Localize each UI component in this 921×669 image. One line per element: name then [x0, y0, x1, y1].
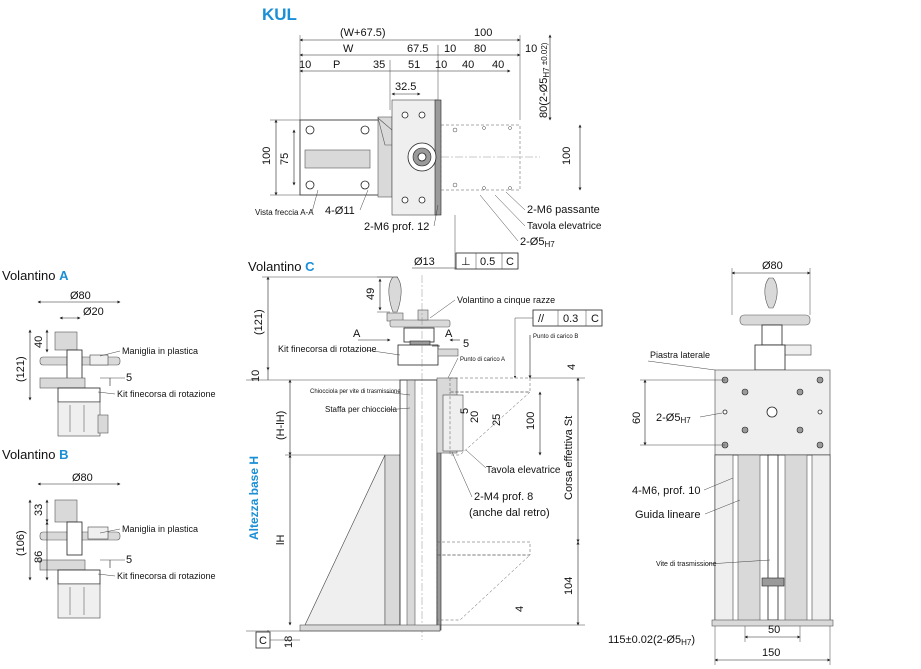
- dim-121-c: (121): [253, 309, 265, 335]
- label-staffa: Staffa per chiocciola: [325, 405, 397, 414]
- drawing-title: KUL: [262, 5, 297, 24]
- dim-b-86: 86: [33, 551, 45, 563]
- label-2-05-h7-top: 2-Ø5H7: [520, 236, 555, 249]
- label-2-m6-passante: 2-M6 passante: [527, 204, 600, 216]
- label-altezza-base: Altezza base H: [247, 456, 261, 540]
- section-a-2: A: [445, 328, 453, 340]
- datum-perp: ⊥: [461, 256, 471, 268]
- dim-75: 75: [279, 153, 291, 165]
- dim-49: 49: [365, 288, 377, 300]
- label-corsa-effettiva: Corsa effettiva St: [563, 416, 575, 500]
- dim-51: 51: [408, 59, 420, 71]
- dim-10-c: 10: [299, 59, 311, 71]
- dim-f-2-05: 2-Ø5H7: [656, 412, 691, 425]
- dim-40-a: 40: [462, 59, 474, 71]
- dim-40-b: 40: [492, 59, 504, 71]
- label-kit-finecorsa-c: Kit finecorsa di rotazione: [278, 344, 377, 354]
- label-2-m6-prof12: 2-M6 prof. 12: [364, 221, 429, 233]
- label-a-kit: Kit finecorsa di rotazione: [117, 389, 216, 399]
- label-anche-retro: (anche dal retro): [469, 507, 550, 519]
- label-tavola-elevatrice-c: Tavola elevatrice: [486, 465, 561, 476]
- dim-a-080: Ø80: [70, 290, 91, 302]
- dim-w: W: [343, 43, 354, 55]
- dim-013: Ø13: [414, 256, 435, 268]
- label-tavola-elevatrice-top: Tavola elevatrice: [527, 221, 602, 232]
- datum-0-3: 0.3: [563, 313, 578, 325]
- label-b-kit: Kit finecorsa di rotazione: [117, 571, 216, 581]
- dim-4-top: 4: [566, 364, 578, 370]
- dim-35: 35: [373, 59, 385, 71]
- dim-b-5: 5: [126, 554, 132, 566]
- datum-c: C: [506, 256, 514, 268]
- label-punto-carico-a: Punto di carico A: [460, 357, 505, 363]
- datum-c-base: C: [259, 635, 267, 647]
- dim-25: 25: [491, 414, 503, 426]
- dim-10-b: 10: [525, 43, 537, 55]
- datum-0-5: 0.5: [480, 256, 495, 268]
- dim-a-121: (121): [15, 356, 27, 382]
- dim-a-020: Ø20: [83, 306, 104, 318]
- volantino-b-view: Volantino B Ø80 33 (106) 86 5 Maniglia i…: [2, 447, 216, 619]
- volantino-a-title: Volantino A: [2, 268, 69, 283]
- dim-5-c: 5: [463, 338, 469, 350]
- label-guida-lineare: Guida lineare: [635, 509, 700, 521]
- label-b-maniglia: Maniglia in plastica: [122, 524, 198, 534]
- dim-100-c: 100: [525, 412, 537, 430]
- volantino-a-view: Volantino A Ø80 Ø20 40 (121) 5 Maniglia …: [2, 268, 216, 437]
- label-a-maniglia: Maniglia in plastica: [122, 346, 198, 356]
- dim-32-5: 32.5: [395, 81, 416, 93]
- dim-b-33: 33: [33, 504, 45, 516]
- dim-f-150: 150: [762, 647, 780, 659]
- dim-80: 80: [474, 43, 486, 55]
- dim-5-mid: 5: [459, 408, 471, 414]
- label-chiocciola: Chiocciola per vite di trasmissione: [310, 389, 401, 395]
- dim-p: P: [333, 59, 340, 71]
- dim-f-60: 60: [631, 412, 643, 424]
- dim-b-106: (106): [15, 530, 27, 556]
- label-4-m6: 4-M6, prof. 10: [632, 485, 700, 497]
- volantino-c-view: Volantino C 49 (121) A A: [246, 259, 603, 649]
- dim-f-080: Ø80: [762, 260, 783, 272]
- dim-100-side: 100: [561, 147, 573, 165]
- label-punto-carico-b: Punto di carico B: [533, 334, 578, 340]
- top-view: (W+67.5) 100 W 67.5 10 80 10 10 P 35 51 …: [255, 27, 602, 270]
- dim-h-lh: (H-lH): [275, 411, 287, 440]
- front-plate-holes: [721, 376, 824, 449]
- label-vista-freccia: Vista freccia A-A: [255, 208, 314, 217]
- section-a-1: A: [353, 328, 361, 340]
- dim-67-5: 67.5: [407, 43, 428, 55]
- label-2-m4: 2-M4 prof. 8: [474, 491, 533, 503]
- label-4-011: 4-Ø11: [325, 205, 355, 217]
- dim-104: 104: [563, 577, 575, 595]
- dim-80-pin: 80(2-Ø5H7 ±0.02): [538, 42, 551, 118]
- dim-a-5: 5: [126, 372, 132, 384]
- dim-w-plus: (W+67.5): [340, 27, 386, 39]
- dim-10-d: 10: [435, 59, 447, 71]
- dim-lh: lH: [275, 535, 287, 545]
- volantino-c-title: Volantino C: [248, 259, 315, 274]
- dim-b-080: Ø80: [72, 472, 93, 484]
- label-volantino-cinque-razze: Volantino a cinque razze: [457, 295, 555, 305]
- dim-20: 20: [469, 411, 481, 423]
- datum-parallel: //: [538, 313, 545, 325]
- label-vite-trasmissione: Vite di trasmissione: [656, 561, 717, 568]
- label-piastra-laterale: Piastra laterale: [650, 350, 710, 360]
- dim-f-115: 115±0.02(2-Ø5H7): [608, 634, 695, 647]
- dim-100-top: 100: [474, 27, 492, 39]
- dim-a-40: 40: [33, 336, 45, 348]
- dim-100-left: 100: [261, 147, 273, 165]
- dim-4-bot: 4: [514, 606, 526, 612]
- front-view: Ø80 60 2-Ø5H7 50: [608, 260, 834, 665]
- dim-10-c: 10: [250, 370, 262, 382]
- dim-18: 18: [283, 636, 295, 648]
- dim-f-50: 50: [768, 624, 780, 636]
- dim-10-a: 10: [444, 43, 456, 55]
- volantino-b-title: Volantino B: [2, 447, 69, 462]
- datum-c-2: C: [591, 313, 599, 325]
